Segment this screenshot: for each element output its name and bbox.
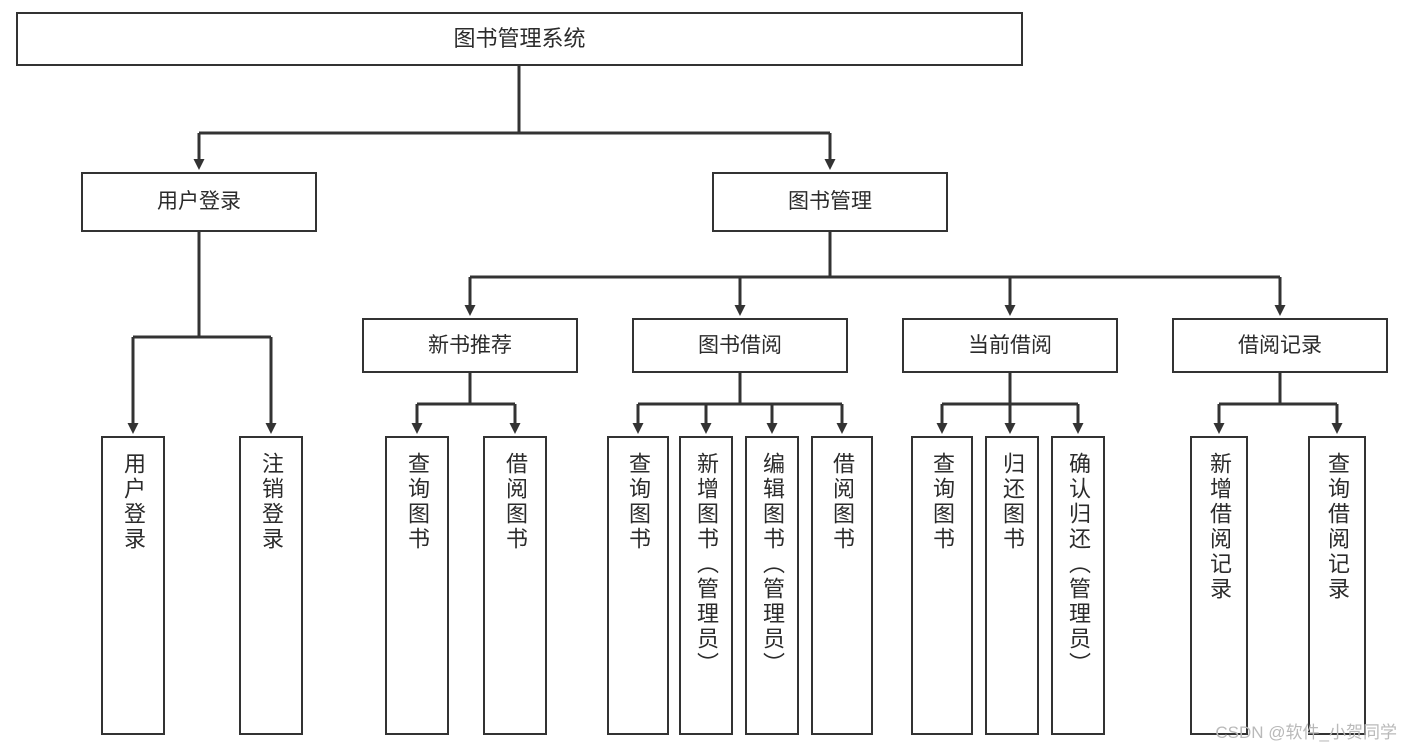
node-label: 新书推荐 [428,333,512,357]
node-label: 查询图书 [930,452,955,552]
node-leaf-borrow-book-borrow[interactable]: 借阅图书 [811,436,873,735]
node-leaf-query-book-borrow[interactable]: 查询图书 [607,436,669,735]
node-label: 图书管理 [788,190,872,214]
node-label: 新增图书（管理员） [694,452,719,677]
node-book-management[interactable]: 图书管理 [712,172,948,232]
node-label: 借阅记录 [1238,333,1322,357]
node-root[interactable]: 图书管理系统 [16,12,1023,66]
node-label: 查询借阅记录 [1325,452,1350,602]
node-current-borrowing[interactable]: 当前借阅 [902,318,1118,373]
node-leaf-query-book-current[interactable]: 查询图书 [911,436,973,735]
node-leaf-query-borrow-record[interactable]: 查询借阅记录 [1308,436,1366,735]
node-leaf-user-logout[interactable]: 注销登录 [239,436,303,735]
node-leaf-return-book[interactable]: 归还图书 [985,436,1039,735]
node-label: 当前借阅 [968,333,1052,357]
watermark: CSDN @软件_小贺同学 [1215,723,1397,742]
node-label: 确认归还（管理员） [1066,452,1091,677]
node-leaf-user-login[interactable]: 用户登录 [101,436,165,735]
node-label: 查询图书 [626,452,651,552]
node-label: 图书管理系统 [453,25,586,51]
node-label: 归还图书 [1000,452,1025,552]
node-new-book-recommendation[interactable]: 新书推荐 [362,318,578,373]
node-book-borrowing[interactable]: 图书借阅 [632,318,848,373]
node-leaf-confirm-return-admin[interactable]: 确认归还（管理员） [1051,436,1105,735]
node-user-login[interactable]: 用户登录 [81,172,317,232]
node-label: 借阅图书 [830,452,855,552]
node-label: 注销登录 [259,452,284,552]
node-leaf-query-book-recommend[interactable]: 查询图书 [385,436,449,735]
node-label: 图书借阅 [698,333,782,357]
node-leaf-borrow-book-recommend[interactable]: 借阅图书 [483,436,547,735]
node-label: 编辑图书（管理员） [760,452,785,677]
node-label: 用户登录 [121,452,146,552]
node-label: 用户登录 [157,190,241,214]
node-leaf-add-book-admin[interactable]: 新增图书（管理员） [679,436,733,735]
node-leaf-edit-book-admin[interactable]: 编辑图书（管理员） [745,436,799,735]
node-label: 新增借阅记录 [1207,452,1232,602]
node-label: 借阅图书 [503,452,528,552]
node-leaf-add-borrow-record[interactable]: 新增借阅记录 [1190,436,1248,735]
node-label: 查询图书 [405,452,430,552]
node-borrow-record[interactable]: 借阅记录 [1172,318,1388,373]
